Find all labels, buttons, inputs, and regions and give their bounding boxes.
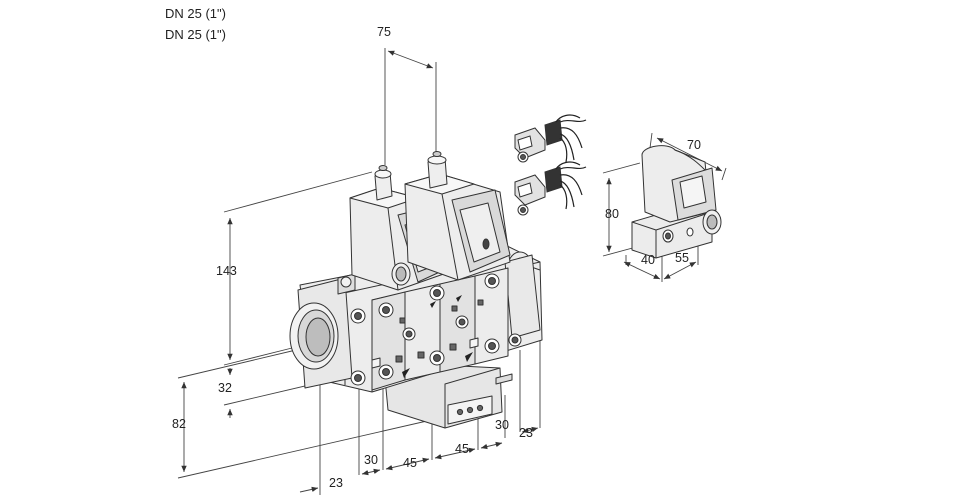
dim-45-right: 45 — [455, 442, 469, 456]
dim-55: 55 — [675, 251, 689, 265]
dim-30-right: 30 — [495, 418, 509, 432]
dim-23-bottom: 23 — [329, 476, 343, 490]
dim-45-left: 45 — [403, 456, 417, 470]
dim-40: 40 — [641, 253, 655, 267]
side-view-valve — [631, 145, 722, 259]
nominal-size-label-1: DN 25 (1") — [165, 6, 226, 21]
dim-32: 32 — [218, 381, 232, 395]
dim-30-left: 30 — [364, 453, 378, 467]
dim-82: 82 — [172, 417, 186, 431]
dim-75: 75 — [377, 25, 391, 39]
dim-23-right: 23 — [519, 426, 533, 440]
dim-80: 80 — [605, 207, 619, 221]
cable-connector-upper — [514, 114, 587, 163]
valve-assembly — [289, 151, 543, 429]
nominal-size-label-2: DN 25 (1") — [165, 27, 226, 42]
dim-143: 143 — [216, 264, 237, 278]
cable-connector-lower — [514, 161, 587, 216]
dim-70: 70 — [687, 138, 701, 152]
